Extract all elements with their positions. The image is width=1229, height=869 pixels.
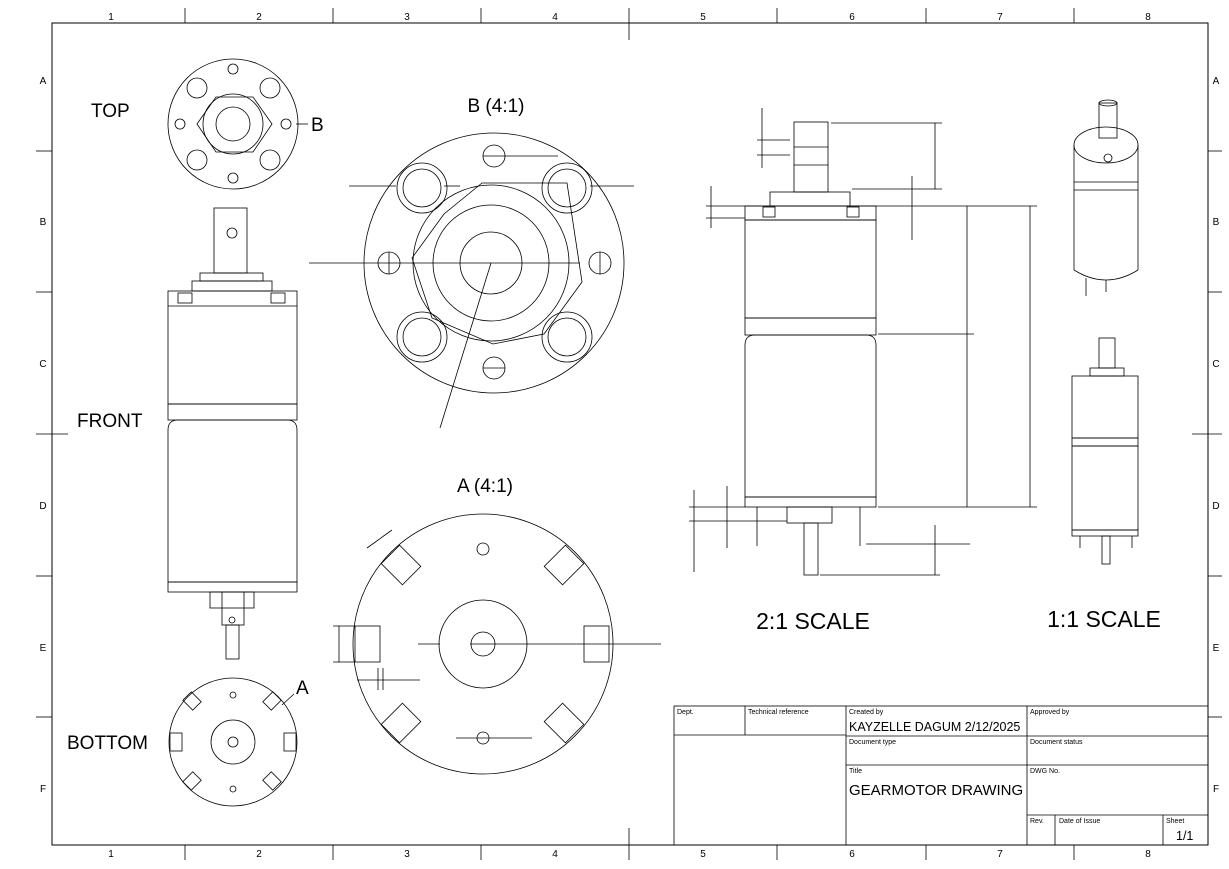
col-label: 6 xyxy=(849,12,855,23)
row-label: B xyxy=(1213,217,1220,228)
col-label: 6 xyxy=(849,849,855,860)
created-by-value: KAYZELLE DAGUM 2/12/2025 xyxy=(849,720,1020,734)
scale-2-1-label: 2:1 SCALE xyxy=(756,608,870,634)
title-value: GEARMOTOR DRAWING xyxy=(849,782,1023,799)
row-label: E xyxy=(40,643,47,654)
detail-b-view xyxy=(309,132,634,429)
scale-1-1-iso xyxy=(1073,99,1139,296)
title-label: Title xyxy=(849,768,862,775)
col-label: 5 xyxy=(700,12,706,23)
doc-status-label: Document status xyxy=(1030,739,1083,746)
col-label: 8 xyxy=(1145,849,1151,860)
bottom-view-label: BOTTOM xyxy=(67,733,148,754)
detail-b-marker: B xyxy=(311,115,324,136)
row-label: A xyxy=(1213,76,1220,87)
row-label: E xyxy=(1213,643,1220,654)
scale-1-1-label: 1:1 SCALE xyxy=(1047,606,1161,632)
col-label: 3 xyxy=(404,12,410,23)
zone-ticks xyxy=(36,8,1222,860)
date-issue-label: Date of Issue xyxy=(1059,818,1100,825)
row-label: F xyxy=(1213,784,1219,795)
tech-ref-label: Technical reference xyxy=(748,709,809,716)
row-label: D xyxy=(39,501,46,512)
detail-a-marker: A xyxy=(296,678,309,699)
col-label: 3 xyxy=(404,849,410,860)
col-label: 7 xyxy=(997,12,1003,23)
row-label: D xyxy=(1212,501,1219,512)
col-label: 1 xyxy=(108,12,114,23)
scale-1-1-front xyxy=(1071,337,1139,565)
col-label: 2 xyxy=(256,12,262,23)
col-label: 4 xyxy=(552,849,558,860)
col-label: 5 xyxy=(700,849,706,860)
row-label: C xyxy=(39,359,46,370)
row-label: C xyxy=(1212,359,1219,370)
rev-label: Rev. xyxy=(1030,818,1044,825)
col-label: 8 xyxy=(1145,12,1151,23)
top-view-label: TOP xyxy=(91,101,130,122)
dept-label: Dept. xyxy=(677,709,694,716)
top-view xyxy=(167,58,308,190)
doc-type-label: Document type xyxy=(849,739,896,746)
detail-a-title: A (4:1) xyxy=(457,476,513,497)
row-label: B xyxy=(40,217,47,228)
bottom-view xyxy=(168,677,298,807)
col-label: 1 xyxy=(108,849,114,860)
dwg-no-label: DWG No. xyxy=(1030,768,1060,775)
sheet-label: Sheet xyxy=(1166,818,1184,825)
detail-a-view xyxy=(333,513,661,775)
title-block xyxy=(673,705,1209,846)
front-view-label: FRONT xyxy=(77,411,143,432)
front-view xyxy=(167,207,298,660)
approved-by-label: Approved by xyxy=(1030,709,1070,716)
row-label: A xyxy=(40,76,47,87)
row-label: F xyxy=(40,784,46,795)
detail-b-title: B (4:1) xyxy=(467,96,524,117)
col-label: 7 xyxy=(997,849,1003,860)
sheet-value: 1/1 xyxy=(1176,829,1193,843)
created-by-label: Created by xyxy=(849,709,884,716)
col-label: 2 xyxy=(256,849,262,860)
col-label: 4 xyxy=(552,12,558,23)
scale-2-1-view xyxy=(689,108,1037,576)
